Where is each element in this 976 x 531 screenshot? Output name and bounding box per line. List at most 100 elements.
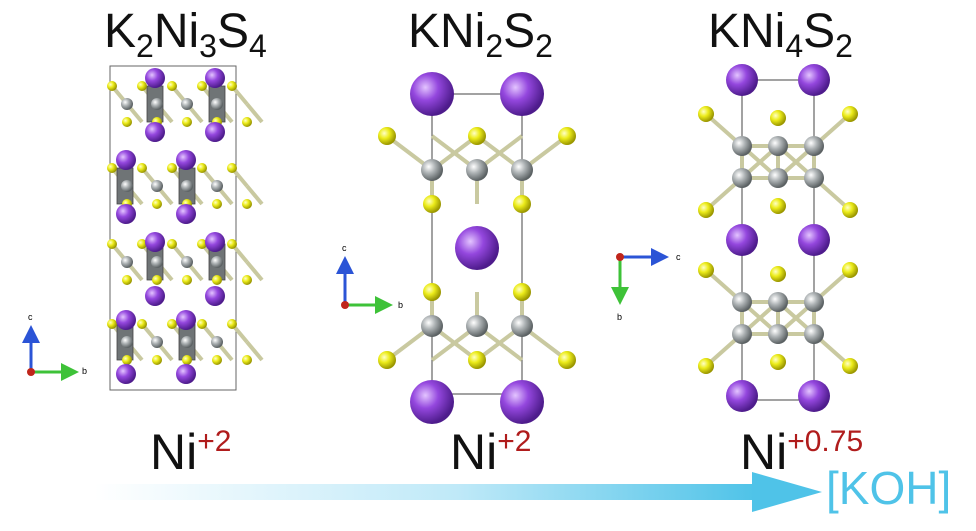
axis-label-b-1: b: [82, 366, 87, 376]
sulfur-atom: [698, 358, 714, 374]
potassium-atom: [798, 224, 830, 256]
nickel-atom: [511, 159, 533, 181]
sulfur-atom: [227, 319, 237, 329]
axis-label-b-2: b: [398, 300, 403, 310]
sulfur-atom: [468, 127, 486, 145]
sulfur-atom: [423, 283, 441, 301]
sulfur-atom: [242, 275, 252, 285]
oxidation-state-3: Ni+0.75: [740, 422, 863, 482]
potassium-atom: [455, 226, 499, 270]
potassium-atom: [145, 122, 165, 142]
axis-label-c-1: c: [28, 312, 33, 322]
nickel-atom: [466, 315, 488, 337]
nickel-atom: [151, 336, 163, 348]
sulfur-atom: [167, 239, 177, 249]
nickel-atom: [732, 168, 752, 188]
sulfur-atom: [197, 81, 207, 91]
sulfur-atom: [137, 239, 147, 249]
potassium-atom: [145, 286, 165, 306]
formula-part: Ni: [153, 5, 200, 58]
oxidation-value: +2: [197, 425, 232, 458]
potassium-atom: [176, 150, 196, 170]
potassium-atom: [176, 364, 196, 384]
sulfur-atom: [107, 319, 117, 329]
sulfur-atom: [122, 117, 132, 127]
sulfur-atom: [423, 195, 441, 213]
nickel-atom: [768, 324, 788, 344]
potassium-atom: [176, 310, 196, 330]
oxidation-value: +0.75: [787, 425, 864, 458]
oxidation-state-1: Ni+2: [150, 422, 231, 482]
sulfur-atom: [698, 262, 714, 278]
potassium-atom: [410, 380, 454, 424]
potassium-atom: [116, 204, 136, 224]
sulfur-atom: [242, 117, 252, 127]
formula-kni2s2: KNi2S2: [408, 2, 553, 62]
sulfur-atom: [182, 117, 192, 127]
sulfur-atom: [558, 127, 576, 145]
nickel-atom: [181, 336, 193, 348]
sulfur-atom: [212, 199, 222, 209]
nickel-atom: [121, 98, 133, 110]
nickel-atom: [181, 256, 193, 268]
nickel-atom: [804, 324, 824, 344]
sulfur-atom: [842, 106, 858, 122]
axes-triad-3: c b: [611, 248, 681, 322]
sulfur-atom: [513, 195, 531, 213]
formula-subscript: 4: [248, 28, 267, 64]
oxidation-state-2: Ni+2: [450, 422, 531, 482]
potassium-atom: [116, 364, 136, 384]
sulfur-atom: [167, 163, 177, 173]
sulfur-atom: [107, 163, 117, 173]
sulfur-atom: [152, 199, 162, 209]
sulfur-atom: [197, 163, 207, 173]
nickel-atom: [732, 292, 752, 312]
axis-label-c-2: c: [342, 243, 347, 253]
sulfur-atom: [842, 262, 858, 278]
potassium-atom: [176, 204, 196, 224]
sulfur-atom: [698, 106, 714, 122]
axis-label-b-3: b: [617, 312, 622, 322]
sulfur-atom: [167, 81, 177, 91]
formula-subscript: 2: [535, 28, 553, 64]
sulfur-atom: [842, 358, 858, 374]
potassium-atom: [145, 232, 165, 252]
sulfur-atom: [152, 275, 162, 285]
potassium-atom: [798, 380, 830, 412]
nickel-atom: [121, 336, 133, 348]
potassium-atom: [205, 286, 225, 306]
nickel-atom: [121, 180, 133, 192]
oxidation-value: +2: [497, 425, 532, 458]
formula-part: KNi: [708, 5, 786, 58]
potassium-atom: [500, 380, 544, 424]
nickel-atom: [211, 98, 223, 110]
potassium-atom: [205, 232, 225, 252]
oxidation-element: Ni: [740, 424, 788, 480]
sulfur-atom: [197, 319, 207, 329]
formula-subscript: 2: [136, 28, 154, 64]
formula-part: K: [104, 5, 137, 58]
potassium-atom: [726, 224, 758, 256]
sulfur-atom: [698, 202, 714, 218]
sulfur-atom: [227, 239, 237, 249]
sulfur-atom: [842, 202, 858, 218]
formula-kni4s2: KNi4S2: [708, 2, 853, 62]
formula-subscript: 3: [199, 28, 217, 64]
nickel-atom: [211, 256, 223, 268]
nickel-atom: [181, 180, 193, 192]
axis-label-c-3: c: [676, 252, 681, 262]
potassium-atom: [205, 122, 225, 142]
sulfur-atom: [770, 110, 786, 126]
nickel-atom: [768, 168, 788, 188]
nickel-atom: [511, 315, 533, 337]
potassium-atom: [116, 150, 136, 170]
potassium-atom: [145, 68, 165, 88]
bond: [245, 260, 264, 282]
sulfur-atom: [378, 351, 396, 369]
formula-subscript: 2: [835, 28, 853, 64]
formula-subscript: 4: [785, 28, 804, 64]
potassium-atom: [726, 64, 758, 96]
nickel-atom: [421, 315, 443, 337]
bond: [245, 340, 264, 362]
